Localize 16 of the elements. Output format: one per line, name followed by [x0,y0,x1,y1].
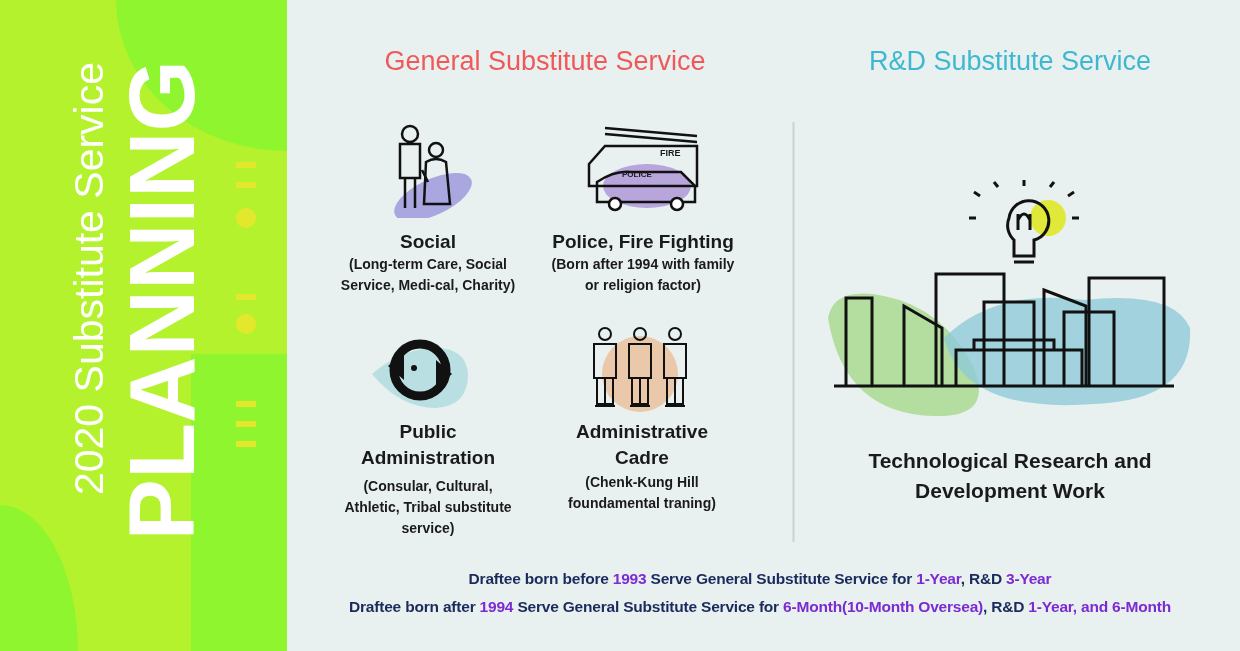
note-text: Draftee born before 1993 Serve General Substitute Service for 1-Year, R&D 3-Year [468,570,1052,588]
category-title: Technological Research and Development Work [867,448,1153,504]
vertical-title: PLANNING [122,60,202,541]
category-description: (Born after 1994 with family or religion factor) [550,255,736,295]
vehicle-text: FIRE [660,148,681,158]
vertical-subtitle: 2020 Substitute Service [66,62,113,496]
category-title: Public Administration [359,420,497,470]
category-title: Social [399,230,457,254]
section-heading: General Substitute Service [384,46,706,77]
category-title: Administrative Cadre [575,420,709,470]
category-description: (Chenk-Kung Hill foundamental traning) [567,473,717,513]
category-title: Police, Fire Fighting [551,230,735,254]
category-description: (Consular, Cultural, Athletic, Tribal substitute service) [343,477,513,538]
note-text: Draftee born after 1994 Serve General Substitute Service for 6-Month(10-Month Oversea), R&D 1-Year, and 6-Month [349,598,1171,616]
section-heading: R&D Substitute Service [868,46,1152,77]
category-description: (Long-term Care, Social Service, Medi-cal, Charity) [339,255,517,295]
